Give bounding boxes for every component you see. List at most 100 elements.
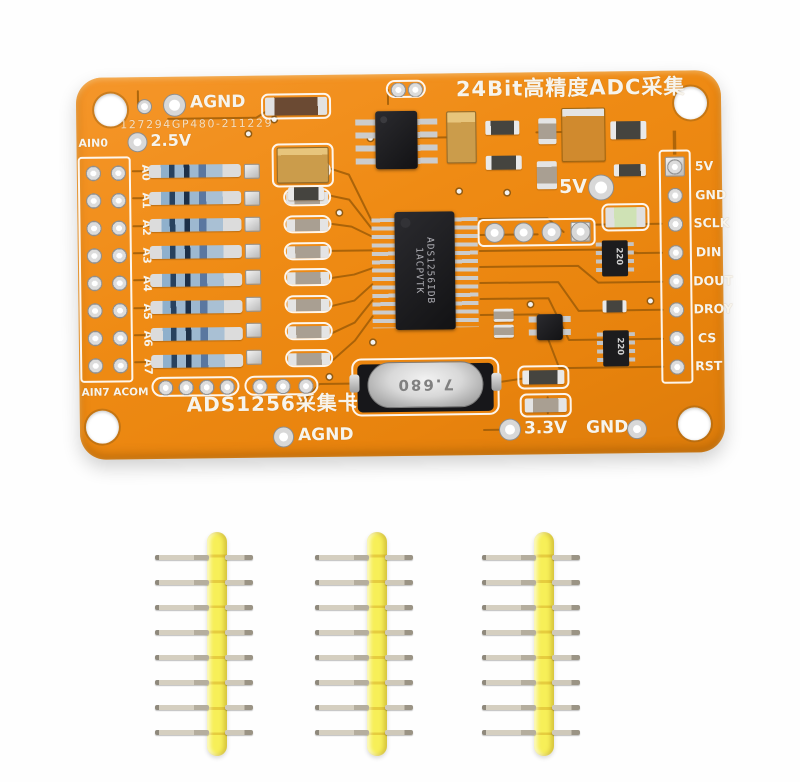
smd-pad	[246, 349, 263, 365]
analog-channel-labels: A0 A1 A2 A3 A4 A5 A6 A7	[132, 159, 155, 379]
input-resistor-column	[148, 163, 244, 369]
agnd-bottom-pad	[273, 427, 294, 447]
pad-pair-outline	[385, 79, 426, 99]
smd-resistor	[613, 163, 646, 177]
header-plastic-body	[367, 532, 387, 756]
pin-header-2	[315, 532, 413, 756]
tantalum-capacitor	[446, 111, 477, 164]
smd-capacitor	[524, 397, 567, 413]
smd-capacitor	[283, 214, 332, 234]
smd-capacitor	[493, 308, 514, 322]
through-hole-resistor	[149, 218, 242, 233]
smd-capacitor	[284, 321, 333, 341]
header-plastic-body	[207, 532, 227, 756]
pin-header-3	[482, 532, 580, 756]
sot23-ic	[536, 314, 563, 341]
smd-pad	[245, 296, 262, 312]
mounting-hole-bottom-left	[85, 410, 120, 444]
crystal-tab	[349, 374, 360, 393]
adc-pcb-board: AGND 127294GP480-211229 AIN0 2.5V 24Bit高…	[75, 70, 733, 460]
label-tp-3v3: 3.3V	[523, 417, 568, 439]
ic-pins	[528, 316, 537, 341]
tp-gnd-pad	[627, 420, 647, 439]
power-led	[605, 207, 646, 228]
ic-pins	[355, 119, 376, 170]
smd-resistor	[610, 120, 647, 140]
via-pad	[137, 100, 152, 114]
soic8-ic	[375, 110, 418, 170]
ic-pins	[562, 315, 571, 341]
interface-header-holes	[660, 152, 692, 382]
pin-label: 5V	[694, 158, 714, 174]
smd-capacitor	[536, 161, 558, 190]
smd-capacitor	[283, 241, 332, 260]
pin-label: SCLK	[693, 214, 730, 231]
label-tp-5v: 5V	[558, 175, 588, 199]
resistor-network-marking: 220	[613, 247, 624, 266]
smd-capacitor	[284, 295, 333, 314]
through-hole-resistor	[151, 353, 244, 369]
pin-label: CS	[697, 330, 717, 346]
pin-label: DOUT	[693, 272, 733, 289]
label-ain7-acom: AIN7 ACOM	[81, 386, 149, 399]
label-tp-gnd: GND	[585, 417, 629, 438]
smd-pad	[245, 269, 262, 286]
smd-resistor	[264, 96, 328, 116]
crystal-can: 7.680	[367, 360, 484, 409]
adc-ic-pins-right	[454, 217, 479, 328]
pin-label: GND	[695, 187, 727, 203]
resistor-network-marking: 220	[614, 337, 625, 356]
pin-header-1	[155, 532, 253, 756]
tantalum-capacitor	[276, 146, 329, 184]
label-vref: 2.5V	[150, 130, 192, 151]
smd-pad	[244, 243, 261, 259]
resistor-network: 220	[601, 240, 629, 277]
aux-pad	[485, 223, 504, 242]
smd-pad	[243, 163, 260, 179]
header-plastic-body	[534, 532, 554, 756]
smd-resistor	[485, 120, 520, 135]
pin1-dot	[380, 116, 388, 124]
aux-pad	[514, 223, 533, 242]
smd-pad	[244, 216, 261, 233]
pin-label: DROY	[693, 300, 733, 317]
analog-header-holes	[80, 159, 134, 380]
smd-capacitor	[538, 118, 557, 145]
through-hole-resistor	[150, 272, 243, 287]
pin-label: RST	[695, 358, 723, 374]
label-ain0: AIN0	[78, 136, 109, 150]
smd-pad	[244, 190, 261, 206]
vref-pad	[128, 133, 147, 152]
smd-pad	[245, 323, 262, 339]
smd-resistor	[288, 186, 325, 201]
adc-ic-pins-left	[371, 218, 396, 329]
smd-capacitor	[493, 324, 514, 338]
label-agnd-top: AGND	[189, 91, 246, 113]
tp-3v3-pad	[499, 419, 521, 440]
aux-pad	[571, 222, 590, 241]
serial-number: 127294GP480-211229	[120, 116, 274, 132]
smd-resistor	[522, 370, 565, 385]
board-name-text: ADS1256采集卡	[186, 390, 359, 417]
resistor-network: 220	[602, 330, 630, 367]
through-hole-resistor	[148, 163, 241, 179]
bulk-tantalum-capacitor	[561, 107, 606, 163]
crystal-tab	[491, 372, 502, 391]
smd-capacitor	[285, 348, 334, 368]
pin-label: DIN	[695, 244, 722, 260]
ic-pins	[417, 118, 438, 169]
aux-pad	[542, 223, 561, 242]
through-hole-resistor	[150, 326, 243, 341]
through-hole-resistor	[149, 245, 242, 260]
agnd-top-pad	[163, 94, 186, 116]
smd-resistor	[485, 155, 522, 170]
tp-5v-pad	[588, 175, 614, 200]
label-agnd-bottom: AGND	[297, 424, 354, 446]
headline-text: 24Bit高精度ADC采集	[455, 74, 686, 102]
smd-resistor	[602, 300, 627, 313]
smd-capacitor	[284, 268, 333, 287]
through-hole-resistor	[149, 191, 242, 206]
adc-ic-marking-line2: 1ACPVTK	[413, 247, 426, 295]
solder-pad-column	[243, 163, 263, 365]
